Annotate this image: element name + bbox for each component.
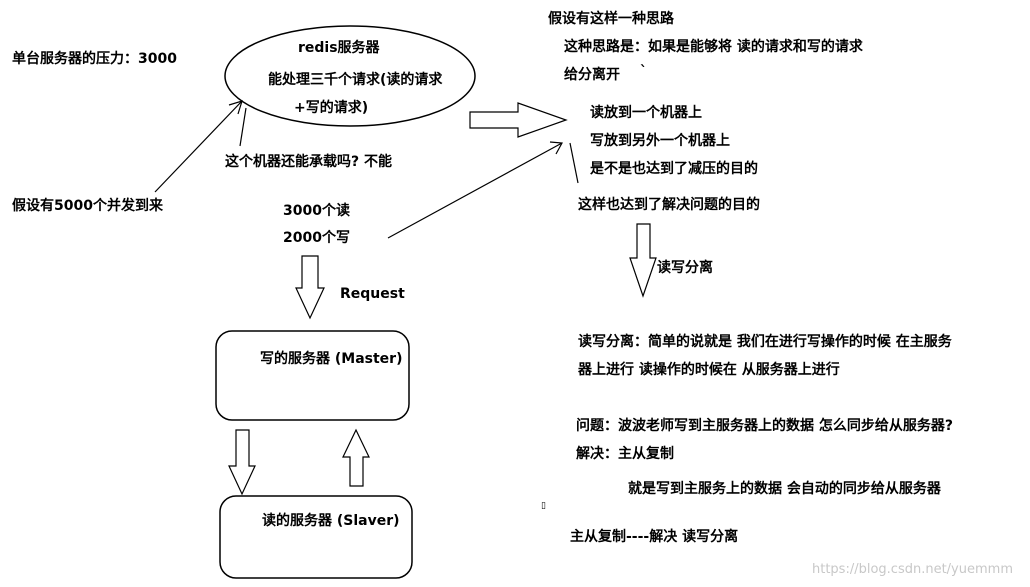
connector-solve xyxy=(569,142,579,184)
redis-capacity-line2: +写的请求) xyxy=(294,100,369,116)
rw-split-definition-1: 读写分离：简单的说就是 我们在进行写操作的时候 在主服务 xyxy=(578,334,952,350)
sync-question: 问题：波波老师写到主服务器上的数据 怎么同步给从服务器? xyxy=(576,418,953,434)
reduce-pressure-question: 是不是也达到了减压的目的 xyxy=(590,161,758,177)
conclusion-line: 主从复制----解决 读写分离 xyxy=(570,529,739,545)
idea-line2: 给分离开 xyxy=(564,67,620,83)
redis-server-ellipse xyxy=(224,25,476,127)
master-server-label: 写的服务器 (Master) xyxy=(260,351,403,367)
rw-split-label: 读写分离 xyxy=(657,260,713,276)
redis-capacity-line1: 能处理三千个请求(读的请求 xyxy=(268,72,443,88)
idea-title: 假设有这样一种思路 xyxy=(548,11,674,27)
sync-answer: 解决：主从复制 xyxy=(576,446,674,462)
single-server-pressure: 单台服务器的压力：3000 xyxy=(12,51,177,67)
slave-server-label: 读的服务器 (Slaver) xyxy=(262,513,400,529)
stray-mark: ▯ xyxy=(541,501,546,511)
arrow-redis-to-idea xyxy=(469,102,568,138)
read-count: 3000个读 xyxy=(283,203,350,219)
idea-line1: 这种思路是：如果是能够将 读的请求和写的请求 xyxy=(564,39,863,55)
arrow-writes-to-idea xyxy=(387,141,563,239)
slave-server-box xyxy=(219,495,413,579)
watermark: https://blog.csdn.net/yuemmm xyxy=(812,562,1013,577)
put-read-line: 读放到一个机器上 xyxy=(590,105,702,121)
tick-mark: ` xyxy=(640,64,647,80)
solve-problem-line: 这样也达到了解决问题的目的 xyxy=(578,197,760,213)
can-carry-question: 这个机器还能承载吗? 不能 xyxy=(225,154,392,170)
arrow-slave-to-master xyxy=(342,428,370,487)
arrow-master-to-slave xyxy=(228,429,256,496)
arrow-down-request xyxy=(295,255,325,320)
arrow-down-rw-split xyxy=(629,223,657,298)
concurrency-assumption: 假设有5000个并发到来 xyxy=(12,198,163,214)
arrow-question-to-redis xyxy=(239,107,247,147)
rw-split-definition-2: 器上进行 读操作的时候在 从服务器上进行 xyxy=(578,362,840,378)
put-write-line: 写放到另外一个机器上 xyxy=(590,133,730,149)
redis-server-title: redis服务器 xyxy=(298,40,380,56)
master-server-box xyxy=(215,330,410,421)
arrow-concurrency-to-redis xyxy=(154,100,243,193)
sync-answer-detail: 就是写到主服务上的数据 会自动的同步给从服务器 xyxy=(628,481,941,497)
request-label: Request xyxy=(340,286,405,302)
write-count: 2000个写 xyxy=(283,230,350,246)
